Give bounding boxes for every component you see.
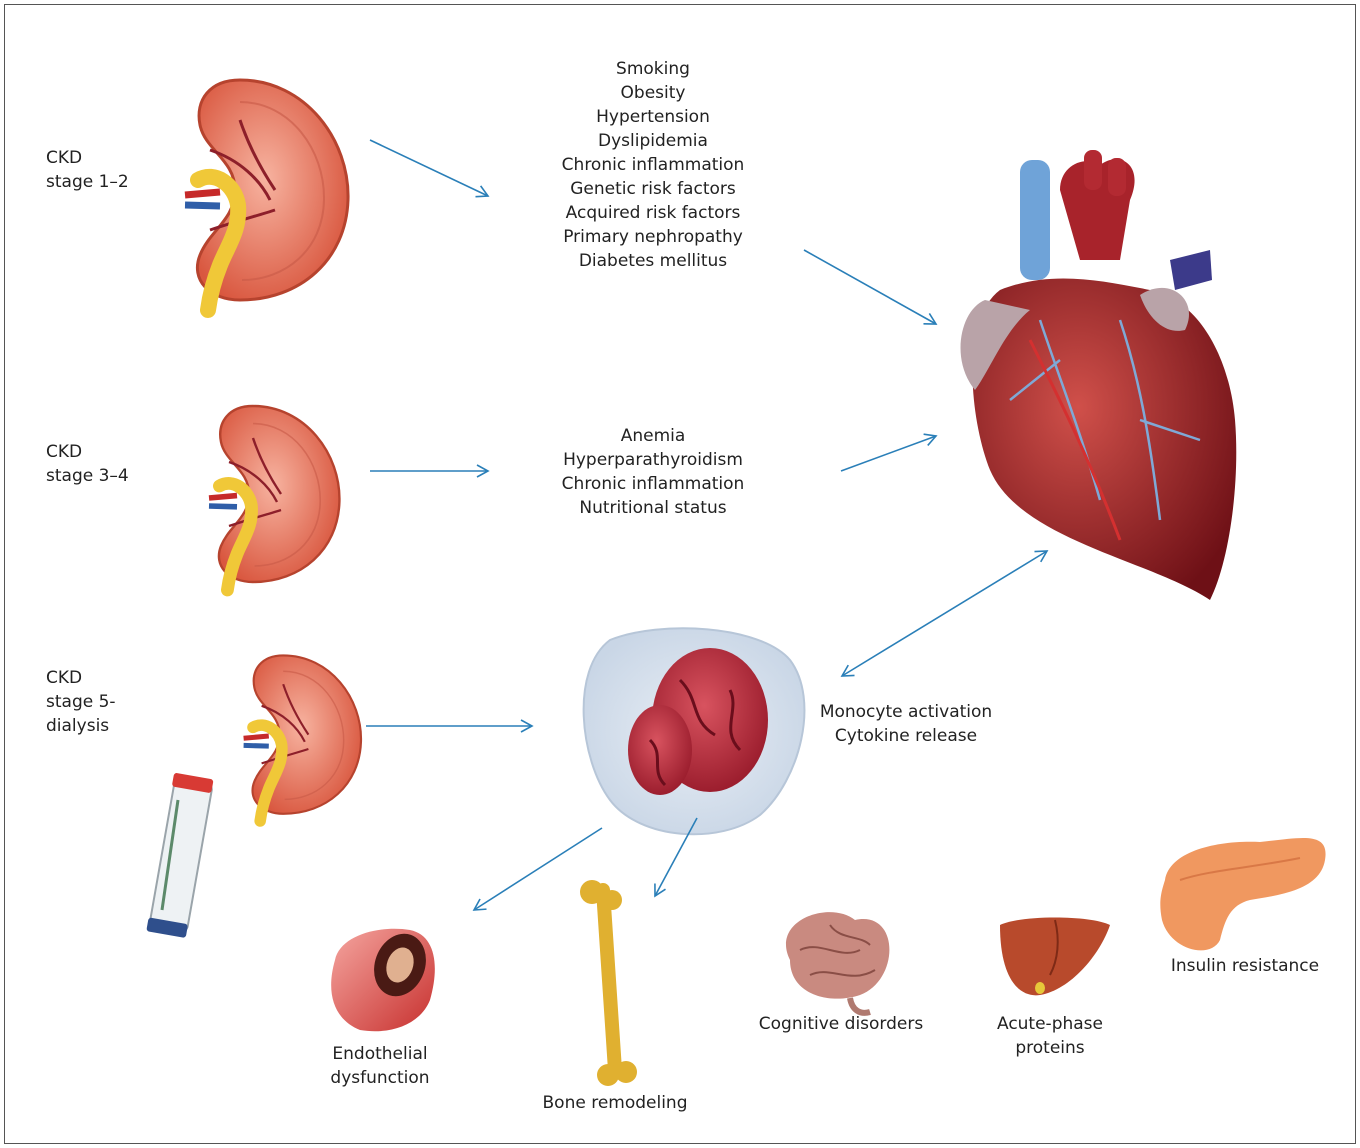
risk-factor-item: Hypertension	[503, 105, 803, 129]
bone-illustration	[580, 880, 637, 1086]
risk-factor-item: Hyperparathyroidism	[503, 448, 803, 472]
risk-factor-item: Diabetes mellitus	[503, 249, 803, 273]
risk-factor-item: Chronic inflammation	[503, 472, 803, 496]
risk-factor-item: Smoking	[503, 57, 803, 81]
arrow-risk12-to-heart	[804, 250, 936, 324]
risk-factor-item: Acquired risk factors	[503, 201, 803, 225]
risk-factor-item: Obesity	[503, 81, 803, 105]
monocyte-illustration	[584, 628, 805, 834]
risk-factor-item: Anemia	[503, 424, 803, 448]
risk-factors-stage12-list: Smoking Obesity Hypertension Dyslipidemi…	[503, 57, 803, 273]
bone-remodeling-label: Bone remodeling	[510, 1091, 720, 1115]
cognitive-disorders-label: Cognitive disorders	[736, 1012, 946, 1036]
dialyzer-illustration	[146, 773, 213, 938]
stage-label-3-4: CKD stage 3–4	[46, 440, 129, 488]
kidney-stage5-illustration	[244, 655, 361, 821]
arrow-stage12-to-risk	[370, 140, 488, 196]
arrow-monocyte-heart	[842, 551, 1047, 676]
brain-illustration	[786, 912, 889, 1013]
risk-factor-item: Dyslipidemia	[503, 129, 803, 153]
endothelial-dysfunction-label: Endothelial dysfunction	[290, 1042, 470, 1090]
risk-factor-item: Nutritional status	[503, 496, 803, 520]
arrow-risk34-to-heart	[841, 436, 936, 471]
stage-label-5-dialysis: CKD stage 5- dialysis	[46, 666, 116, 738]
acute-phase-proteins-label: Acute-phase proteins	[965, 1012, 1135, 1060]
risk-factors-stage34-list: Anemia Hyperparathyroidism Chronic infla…	[503, 424, 803, 520]
monocyte-label: Monocyte activation Cytokine release	[786, 700, 1026, 748]
kidney-stage34-illustration	[209, 406, 339, 590]
risk-factor-item: Chronic inflammation	[503, 153, 803, 177]
heart-illustration	[961, 150, 1237, 600]
blood-vessel-illustration	[331, 926, 435, 1031]
kidney-stage12-illustration	[185, 80, 348, 310]
risk-factor-item: Genetic risk factors	[503, 177, 803, 201]
liver-illustration	[1000, 918, 1110, 996]
pancreas-illustration	[1160, 838, 1325, 950]
risk-factor-item: Primary nephropathy	[503, 225, 803, 249]
stage-label-1-2: CKD stage 1–2	[46, 146, 129, 194]
insulin-resistance-label: Insulin resistance	[1150, 954, 1340, 978]
